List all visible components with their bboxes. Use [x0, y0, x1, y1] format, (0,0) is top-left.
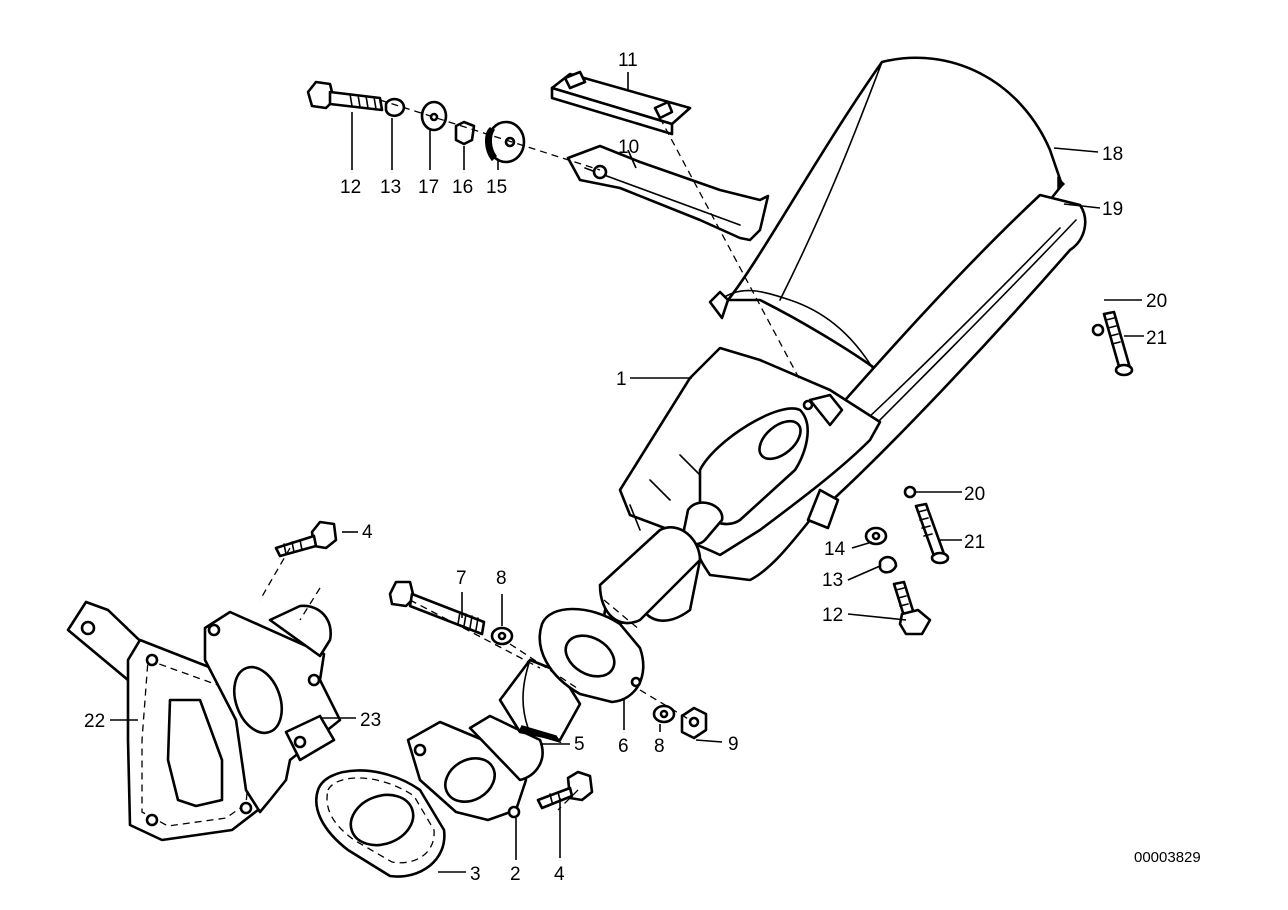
washers-8 [490, 626, 676, 724]
callout-10: 10 [618, 137, 639, 158]
upper-shroud-cover [708, 56, 1064, 374]
callout-4-top: 4 [362, 522, 373, 543]
callout-23: 23 [360, 710, 381, 731]
leader-lines [110, 72, 1144, 873]
callout-21-right: 21 [964, 532, 985, 553]
reference-number: 00003829 [1134, 849, 1201, 866]
callout-9: 9 [728, 734, 739, 755]
callout-17: 17 [418, 177, 439, 198]
callout-21-top: 21 [1146, 328, 1167, 349]
callout-20-top: 20 [1146, 291, 1167, 312]
callout-13-right: 13 [822, 570, 843, 591]
callout-3: 3 [470, 864, 481, 885]
callout-6: 6 [618, 736, 629, 757]
callout-8-bottom: 8 [654, 736, 665, 757]
callout-1: 1 [616, 369, 627, 390]
callout-16: 16 [452, 177, 473, 198]
callout-2: 2 [510, 864, 521, 885]
flange-2 [406, 714, 544, 822]
steering-column-housing [598, 346, 882, 626]
callout-22: 22 [84, 711, 105, 732]
bracket-plate-23 [203, 604, 342, 814]
alignment-lines [259, 99, 801, 811]
fasteners-right [864, 310, 1134, 636]
plate-11 [550, 70, 692, 136]
bracket-10 [566, 144, 770, 242]
fastener-row-top [306, 80, 526, 164]
screw-4-top [274, 520, 338, 558]
callout-12-top: 12 [340, 177, 361, 198]
nut-9 [680, 706, 708, 740]
callout-8-top: 8 [496, 568, 507, 589]
callout-labels: 1 2 3 4 4 5 6 7 8 8 9 10 11 12 12 13 13 … [84, 50, 1167, 885]
callout-14: 14 [824, 539, 846, 560]
callout-19: 19 [1102, 199, 1123, 220]
gasket-3 [315, 769, 446, 878]
callout-20-right: 20 [964, 484, 985, 505]
callout-11: 11 [618, 50, 638, 71]
callout-5: 5 [574, 734, 585, 755]
callout-15: 15 [486, 177, 507, 198]
callout-13-top: 13 [380, 177, 401, 198]
callout-18: 18 [1102, 144, 1123, 165]
bolt-7 [388, 580, 486, 636]
callout-12-right: 12 [822, 605, 843, 626]
callout-4-bottom: 4 [554, 864, 565, 885]
spring-plate-6 [538, 607, 645, 704]
callout-7: 7 [456, 568, 467, 589]
